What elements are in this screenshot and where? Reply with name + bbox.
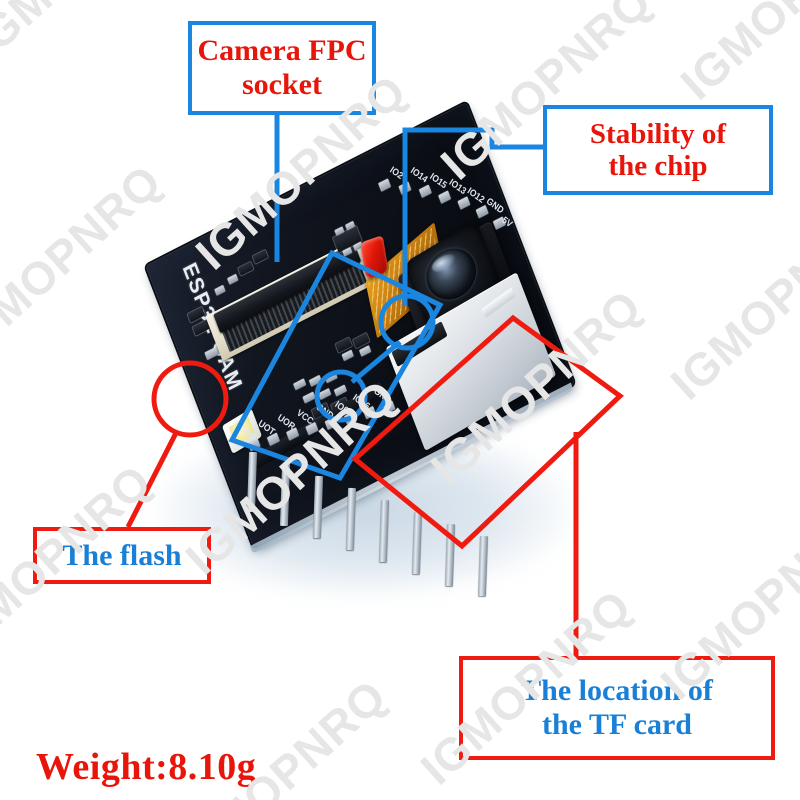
pin-label: IO2 [388,164,406,182]
callout-the-location-of-the-tf-card[interactable]: The location of the TF card [459,656,775,760]
smd-pad [308,374,322,387]
callout-camera-fpc-socket[interactable]: Camera FPC socket [188,21,376,115]
watermark-text: IGMOPNRQ [0,0,192,70]
callout-line: the TF card [542,708,692,741]
callout-stability-of-the-chip[interactable]: Stability of the chip [543,105,773,195]
pin-pad [378,178,392,192]
pin-label: IO14 [408,164,430,185]
watermark-text: IGMOPNRQ [670,0,800,110]
smd-pad [293,378,307,391]
esp32-cam-pcb: ESP32-CAM [145,102,575,548]
pin-pad [418,184,432,198]
callout-line: The location of [521,674,713,708]
smd-pad [302,391,316,404]
smd-pad [333,384,348,397]
callout-line: socket [242,68,322,101]
smd-pad [318,388,332,401]
header-pin [378,499,390,563]
weight-label: Weight:8.10g [36,746,257,788]
smd-pad [359,345,372,357]
pin-label: IO15 [428,170,449,191]
pin-pad [398,181,412,195]
smd-pad [214,284,226,296]
callout-line: Stability of [589,117,727,150]
pin-pad [438,190,452,204]
callout-line: the chip [608,150,708,182]
header-pin [411,511,423,575]
smd-pad [227,273,239,285]
product-photo: ESP32-CAM [0,102,800,680]
board-wrapper: ESP32-CAM [0,102,800,680]
smd-component [252,249,269,264]
pin-pad [475,204,489,219]
smd-component [238,261,254,276]
smd-pad [324,371,338,384]
callout-line: Camera FPC [197,34,367,68]
callout-line: The flash [62,538,182,572]
header-pin [477,535,489,597]
smd-pad [341,349,354,362]
callout-the-flash[interactable]: The flash [33,527,211,584]
header-pin [345,487,357,551]
pin-pad [457,196,471,210]
header-pin [444,523,456,587]
header-pin [312,475,324,539]
